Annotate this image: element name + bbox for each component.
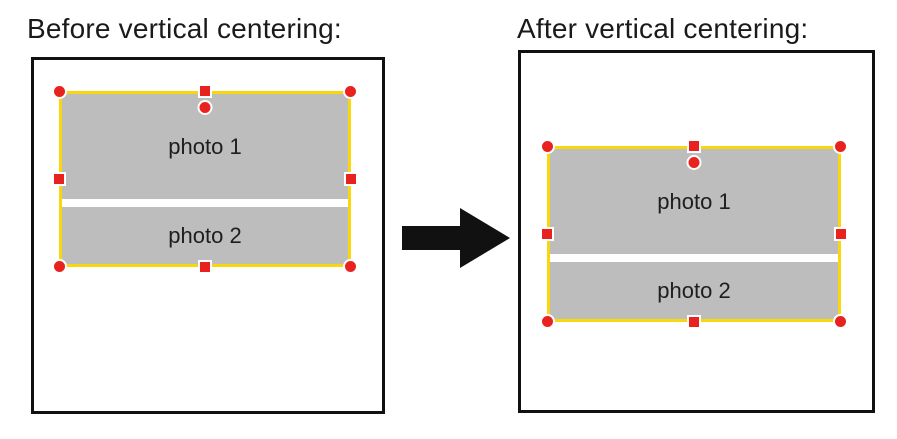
corner-handle-icon[interactable] xyxy=(540,139,555,154)
before-selection-group[interactable]: photo 1 photo 2 xyxy=(52,84,358,274)
rotation-reference-handle-icon[interactable] xyxy=(197,100,213,115)
side-handle-icon[interactable] xyxy=(198,260,212,274)
side-handle-icon[interactable] xyxy=(834,227,848,241)
rotation-reference-handle-icon[interactable] xyxy=(686,155,702,170)
photo-2-frame[interactable]: photo 2 xyxy=(62,207,348,264)
after-selection-group[interactable]: photo 1 photo 2 xyxy=(540,139,848,329)
before-title: Before vertical centering: xyxy=(27,13,342,44)
right-arrow-head xyxy=(460,208,510,268)
corner-handle-icon[interactable] xyxy=(343,259,358,274)
photo-1-label: photo 1 xyxy=(168,133,242,159)
corner-handle-icon[interactable] xyxy=(343,84,358,99)
photo-gap xyxy=(550,254,838,262)
corner-handle-icon[interactable] xyxy=(833,314,848,329)
photo-2-label: photo 2 xyxy=(657,277,731,303)
side-handle-icon[interactable] xyxy=(687,315,701,329)
photo-1-label: photo 1 xyxy=(657,188,731,214)
corner-handle-icon[interactable] xyxy=(52,259,67,274)
side-handle-icon[interactable] xyxy=(687,139,701,153)
corner-handle-icon[interactable] xyxy=(833,139,848,154)
corner-handle-icon[interactable] xyxy=(52,84,67,99)
side-handle-icon[interactable] xyxy=(344,172,358,186)
side-handle-icon[interactable] xyxy=(52,172,66,186)
before-canvas: photo 1 photo 2 xyxy=(31,57,385,414)
photo-gap xyxy=(62,199,348,207)
right-arrow-shaft xyxy=(402,226,461,250)
photo-2-frame[interactable]: photo 2 xyxy=(550,262,838,319)
after-canvas: photo 1 photo 2 xyxy=(518,50,875,413)
after-title: After vertical centering: xyxy=(517,13,809,44)
side-handle-icon[interactable] xyxy=(198,84,212,98)
corner-handle-icon[interactable] xyxy=(540,314,555,329)
photo-2-label: photo 2 xyxy=(168,222,242,248)
side-handle-icon[interactable] xyxy=(540,227,554,241)
